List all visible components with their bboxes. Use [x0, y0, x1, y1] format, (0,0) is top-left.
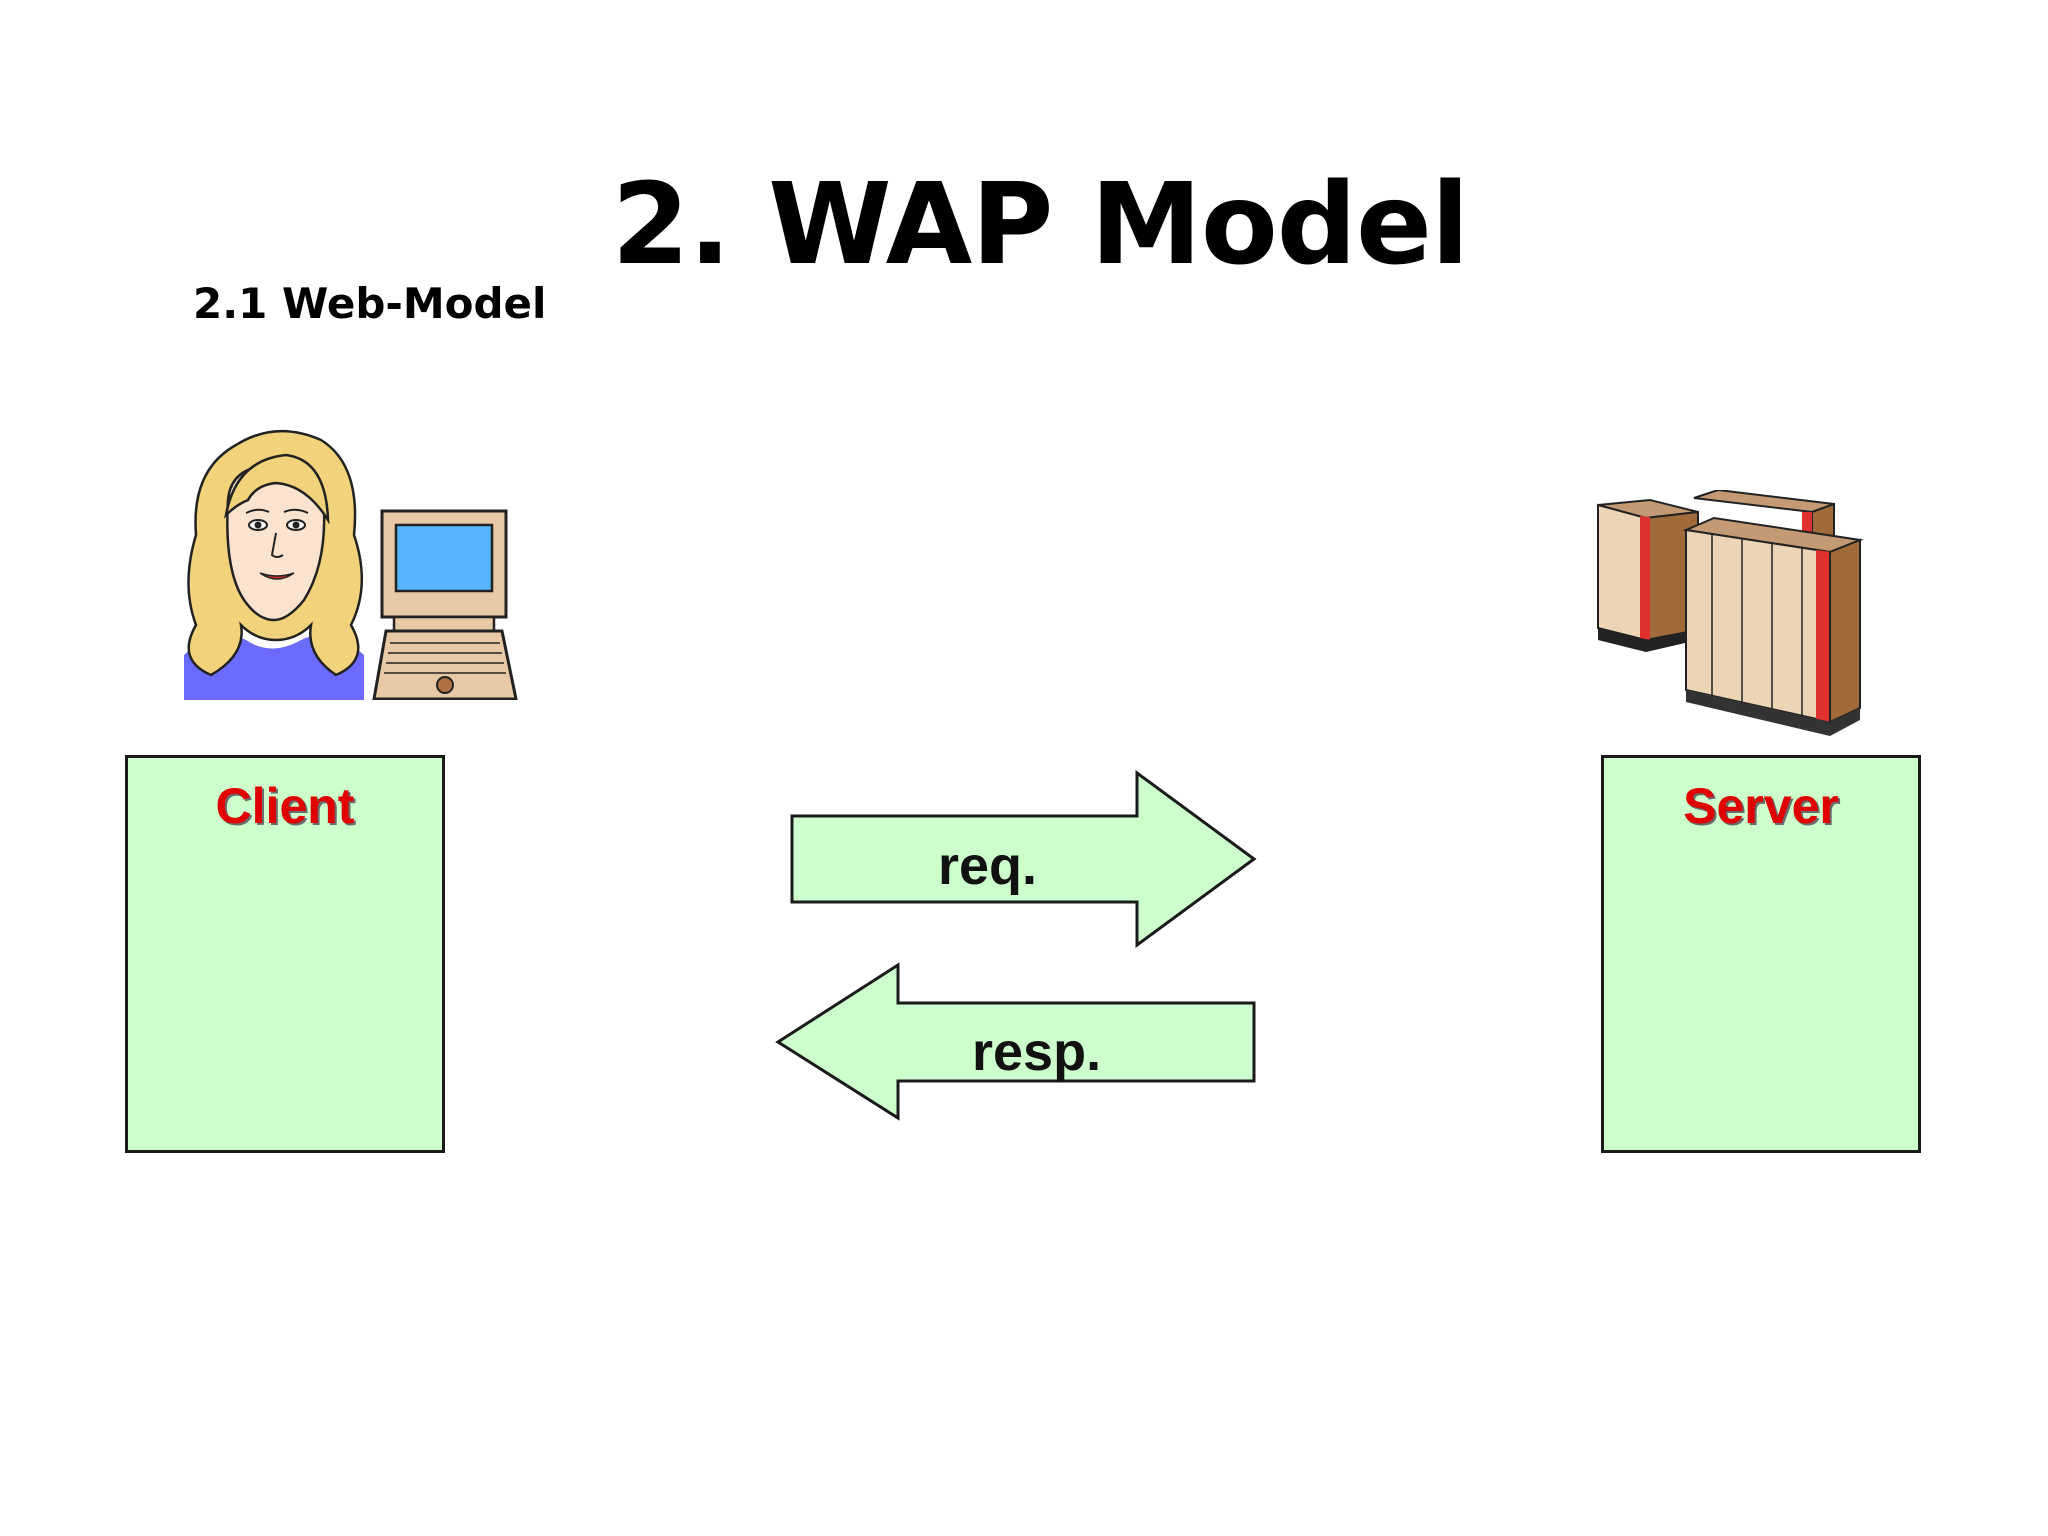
- response-label: resp.: [972, 1022, 1102, 1082]
- server-box: Server: [1601, 755, 1921, 1153]
- server-racks-icon: [1597, 490, 1864, 736]
- request-label: req.: [938, 836, 1038, 896]
- slide-title: 2. WAP Model: [611, 160, 1470, 290]
- client-label: Client: [215, 778, 355, 834]
- slide-subtitle: 2.1 Web-Model: [193, 279, 547, 328]
- server-label: Server: [1683, 778, 1839, 834]
- request-arrow: [790, 770, 1257, 948]
- client-box: Client: [125, 755, 445, 1153]
- response-arrow: [775, 962, 1256, 1121]
- woman-with-laptop-icon: [184, 429, 518, 700]
